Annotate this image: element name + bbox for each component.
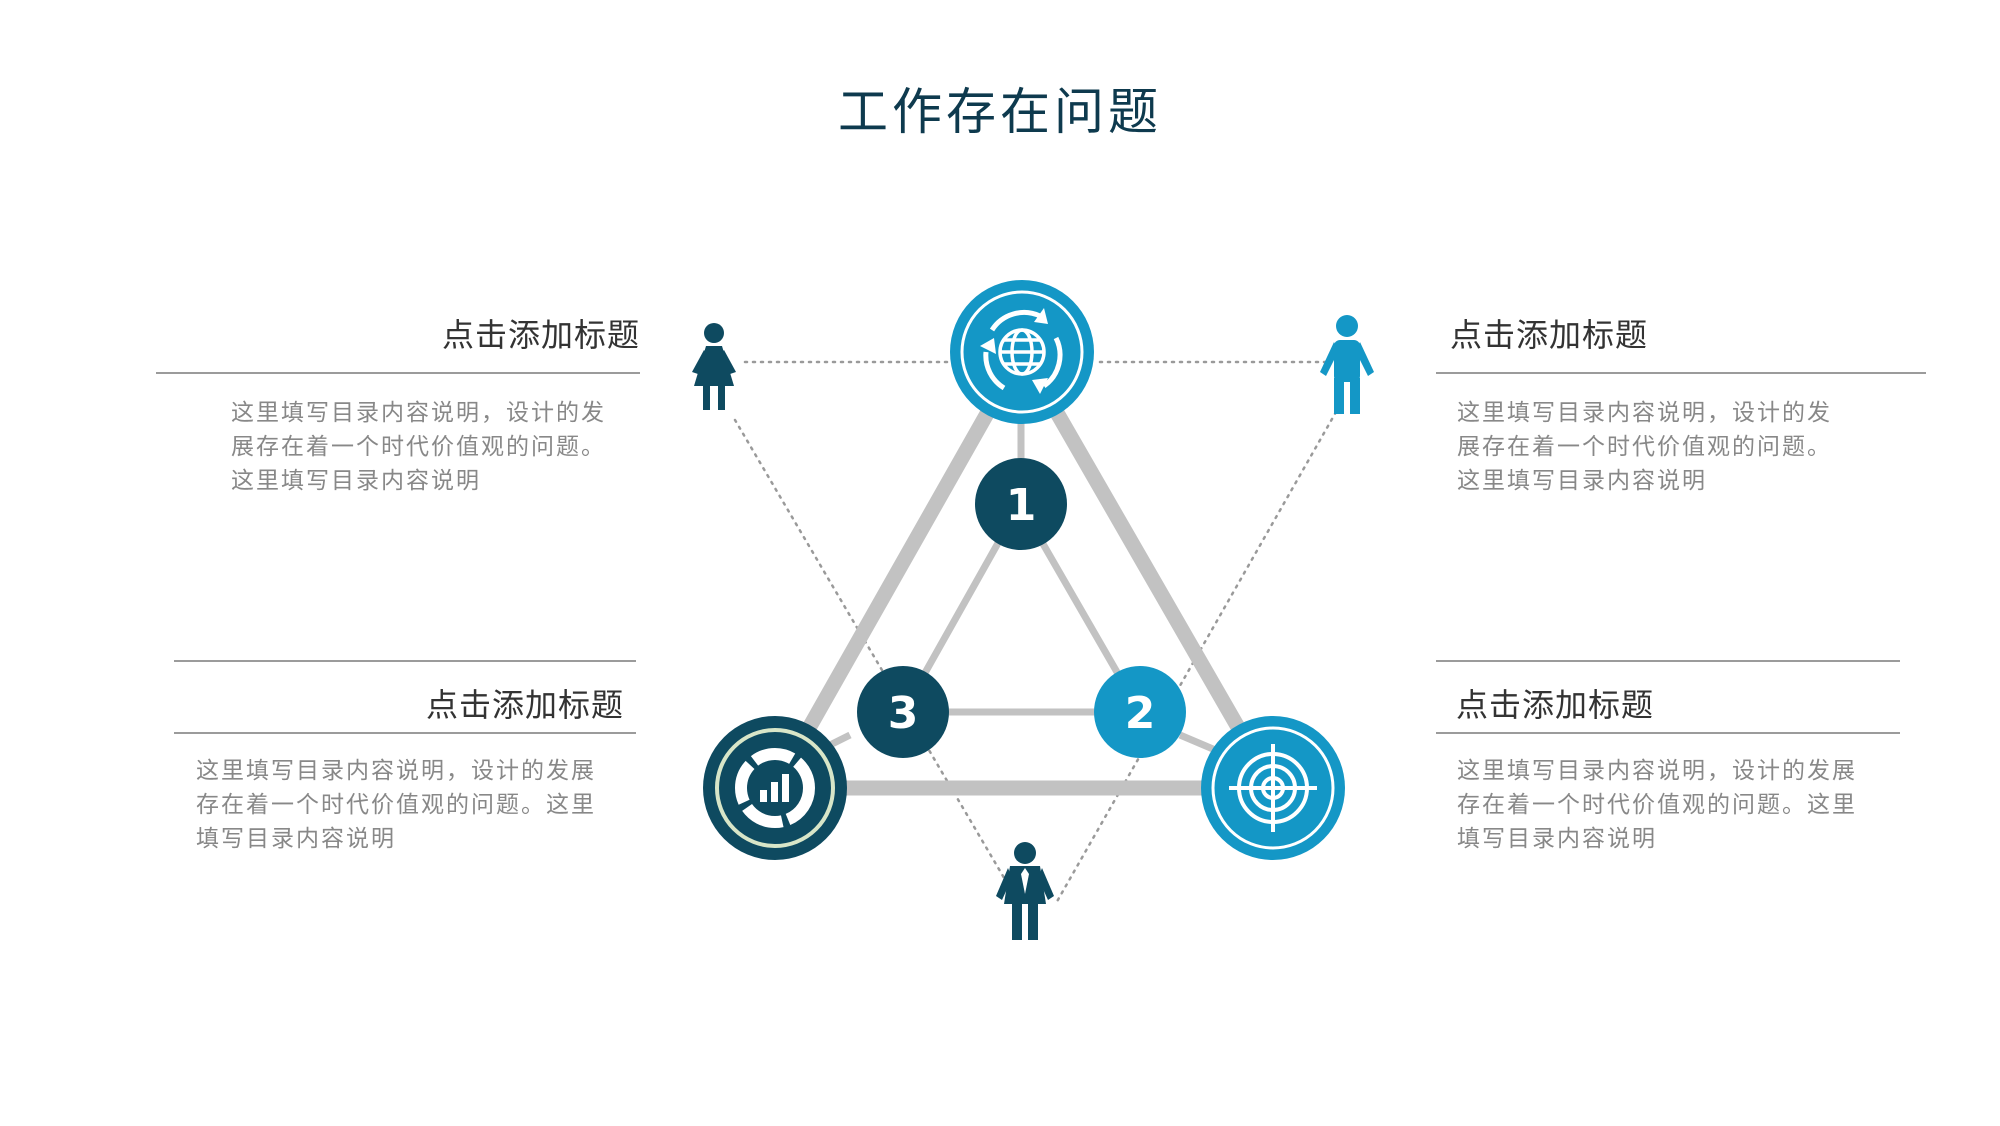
man-icon [1320, 315, 1374, 414]
text-block-top-left: 点击添加标题 这里填写目录内容说明，设计的发 展存在着一个时代价值观的问题。 这… [156, 310, 640, 500]
badge-3: 3 [857, 666, 949, 758]
globe-refresh-icon [980, 308, 1063, 394]
block-divider [156, 372, 640, 374]
block-description: 这里填写目录内容说明，设计的发展 存在着一个时代价值观的问题。这里 填写目录内容… [196, 758, 596, 852]
outer-triangle [767, 344, 1281, 796]
block-divider [1436, 732, 1900, 734]
block-divider-top [1436, 660, 1900, 662]
page-title: 工作存在问题 [838, 83, 1162, 141]
badge-3-label: 3 [888, 688, 919, 739]
block-heading: 点击添加标题 [425, 686, 624, 724]
block-description: 这里填写目录内容说明，设计的发 展存在着一个时代价值观的问题。 这里填写目录内容… [231, 400, 606, 494]
text-block-bottom-left: 点击添加标题 这里填写目录内容说明，设计的发展 存在着一个时代价值观的问题。这里… [174, 660, 636, 860]
block-heading: 点击添加标题 [1456, 686, 1655, 724]
badge-1-label: 1 [1006, 480, 1037, 531]
text-block-top-right: 点击添加标题 这里填写目录内容说明，设计的发 展存在着一个时代价值观的问题。 这… [1436, 310, 1926, 500]
badge-2-label: 2 [1125, 688, 1156, 739]
chart-icon [735, 748, 815, 828]
text-block-bottom-right: 点击添加标题 这里填写目录内容说明，设计的发展 存在着一个时代价值观的问题。这里… [1436, 660, 1900, 860]
target-icon [1229, 744, 1317, 832]
target-circle [1201, 716, 1345, 860]
block-divider [174, 732, 636, 734]
block-description: 这里填写目录内容说明，设计的发 展存在着一个时代价值观的问题。 这里填写目录内容… [1457, 400, 1832, 494]
woman-icon [692, 323, 736, 410]
block-description: 这里填写目录内容说明，设计的发展 存在着一个时代价值观的问题。这里 填写目录内容… [1457, 758, 1857, 852]
chart-circle [703, 716, 847, 860]
block-heading: 点击添加标题 [1450, 316, 1649, 354]
block-divider [1436, 372, 1926, 374]
badge-2: 2 [1094, 666, 1186, 758]
block-heading: 点击添加标题 [441, 316, 640, 354]
globe-circle [950, 280, 1094, 424]
block-divider-top [174, 660, 636, 662]
businessman-icon [996, 842, 1054, 940]
badge-1: 1 [975, 458, 1067, 550]
